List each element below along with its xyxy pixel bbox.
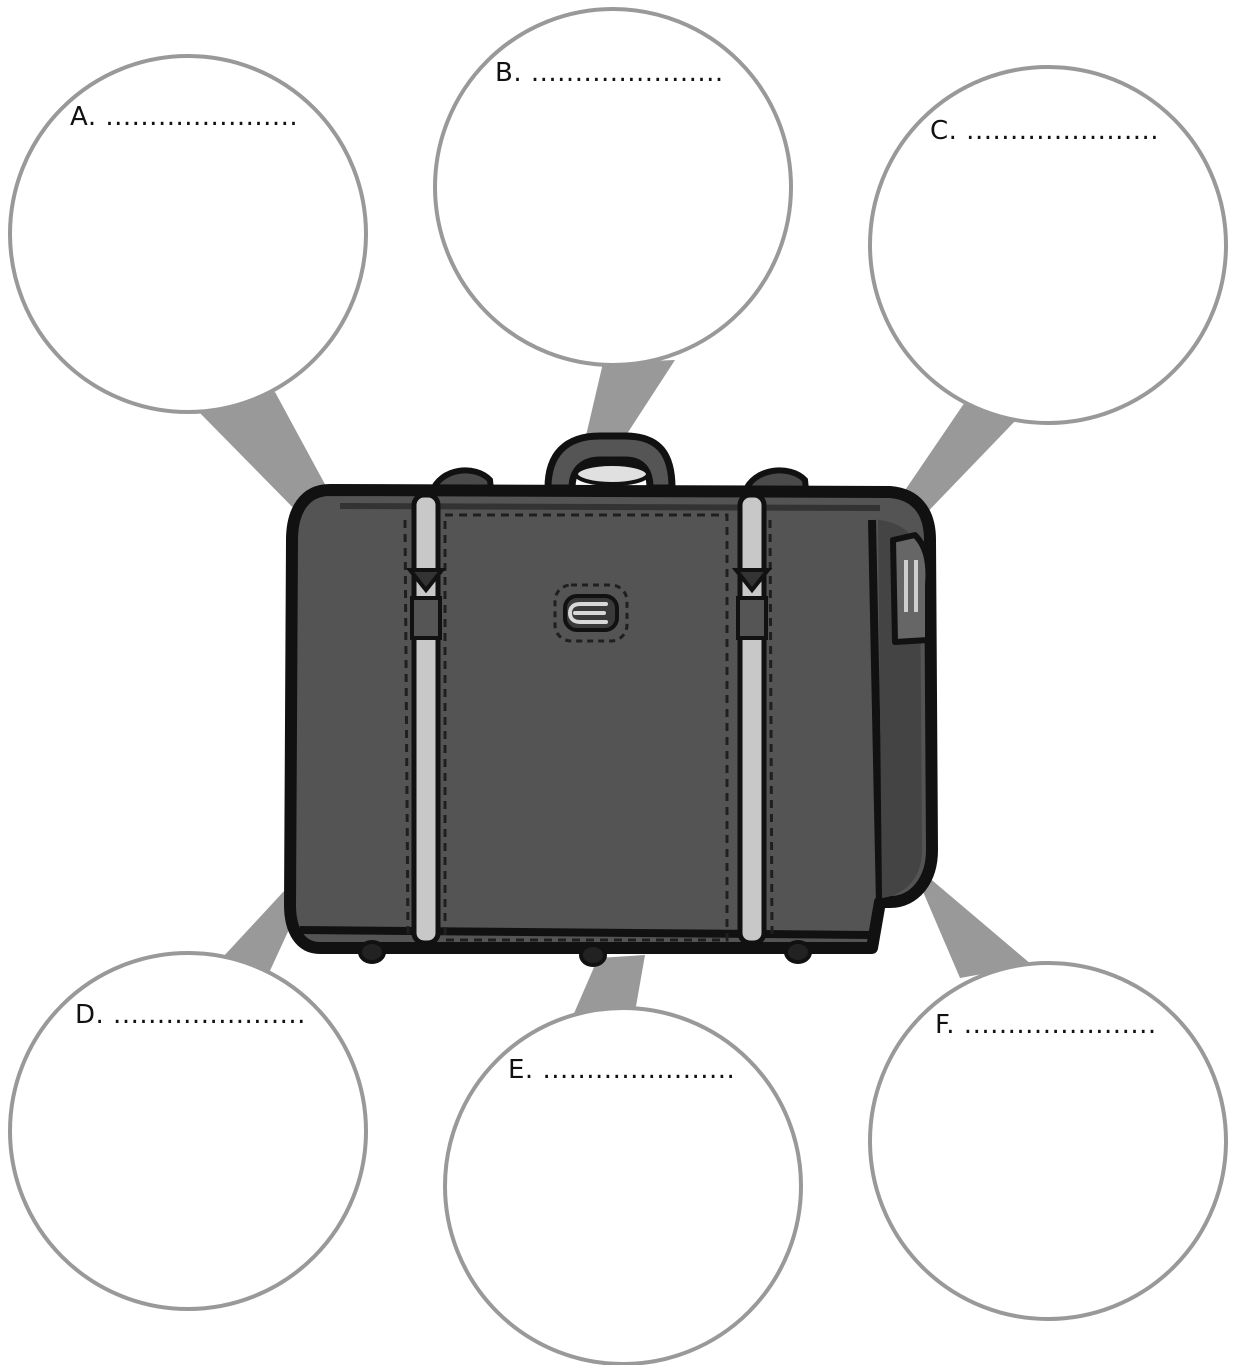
right-strap [736, 495, 768, 943]
label-f: F. ...................... [935, 1010, 1157, 1040]
connector-b [585, 360, 675, 440]
connector-f [918, 870, 1032, 978]
label-a: A. ...................... [70, 102, 298, 132]
label-e: E. ...................... [508, 1055, 735, 1085]
foot-middle [581, 945, 605, 965]
handle-highlight [576, 464, 648, 484]
left-strap-band [414, 495, 438, 943]
case-bottom-rim [300, 930, 870, 935]
foot-right [786, 942, 810, 962]
right-strap-band [740, 495, 764, 943]
left-strap-loop [412, 598, 440, 638]
label-b: B. ...................... [495, 58, 724, 88]
label-d: D. ...................... [75, 1000, 306, 1030]
label-c: C. ...................... [930, 116, 1159, 146]
foot-left [360, 942, 384, 962]
suitcase-illustration [290, 436, 932, 965]
side-latch [893, 535, 928, 642]
case-body [290, 490, 932, 948]
left-strap [410, 495, 442, 943]
right-strap-loop [738, 598, 766, 638]
